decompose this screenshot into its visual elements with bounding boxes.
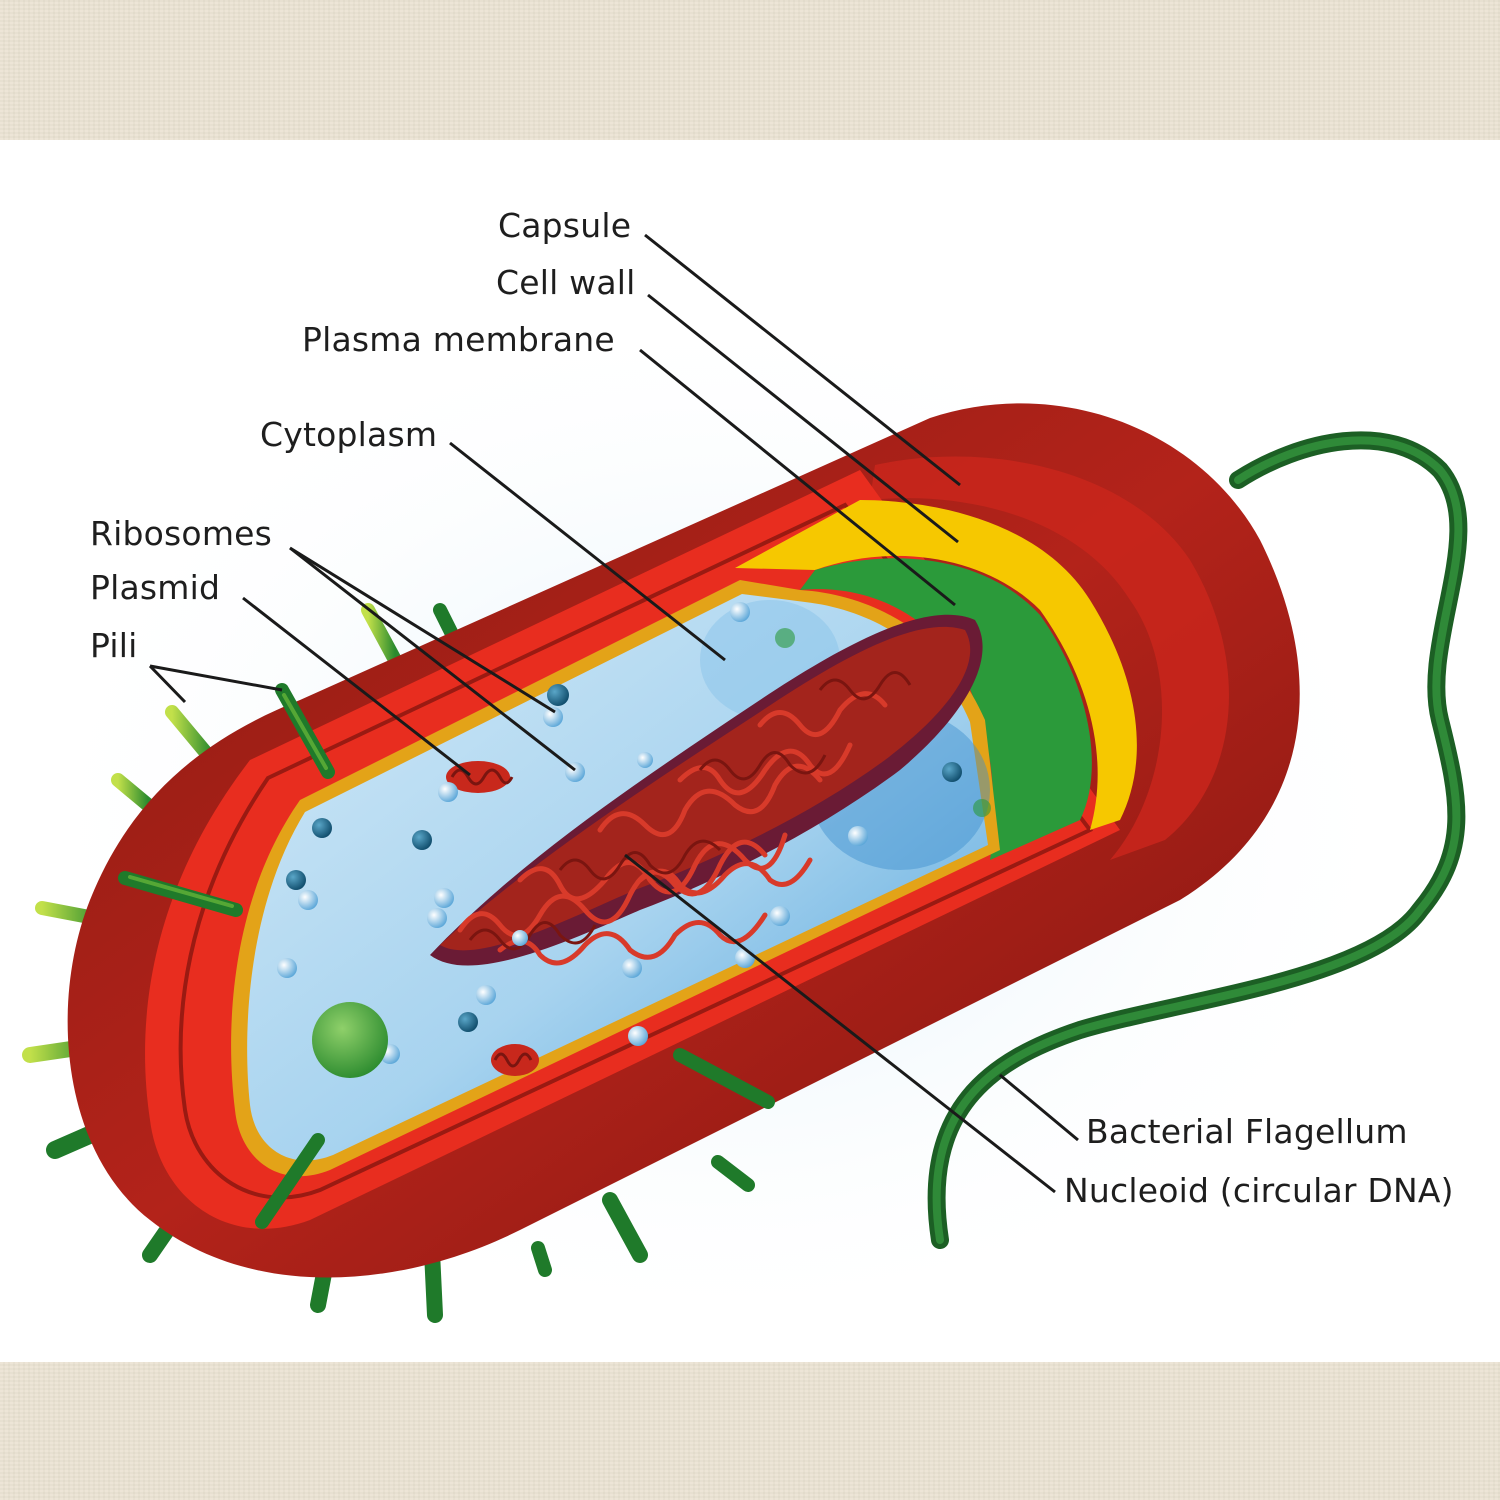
- inclusion-body: [312, 1002, 388, 1078]
- ribosome-group: [277, 602, 991, 1064]
- plasma-membrane-leader: [639, 348, 956, 607]
- cell-wall-band: [735, 500, 1137, 830]
- flagellum-leader: [999, 1073, 1079, 1142]
- pili-leader-1: [148, 664, 187, 704]
- end-cap: [870, 456, 1229, 860]
- label-plasma-membrane: Plasma membrane: [302, 320, 615, 359]
- label-capsule: Capsule: [498, 206, 632, 245]
- label-cytoplasm: Cytoplasm: [260, 415, 438, 454]
- label-cell-wall: Cell wall: [496, 263, 636, 302]
- label-bacterial-flagellum: Bacterial Flagellum: [1086, 1112, 1408, 1151]
- nucleoid-shape: [430, 614, 983, 966]
- label-ribosomes: Ribosomes: [90, 514, 273, 553]
- capsule-leader: [644, 233, 961, 487]
- label-pili: Pili: [90, 626, 138, 665]
- nucleoid-leader: [624, 853, 1056, 1194]
- cell-wall-leader: [647, 293, 959, 544]
- leader-lines: [148, 233, 1079, 1194]
- cytoplasm-leader: [449, 441, 726, 662]
- label-plasmid: Plasmid: [90, 568, 221, 607]
- ribosomes-leader-1: [289, 546, 556, 714]
- plasmid-leader: [242, 596, 471, 777]
- plasma-membrane-band: [800, 558, 1092, 860]
- pili-leader-2: [149, 664, 283, 692]
- label-nucleoid: Nucleoid (circular DNA): [1064, 1171, 1454, 1210]
- ribosomes-leader-2: [289, 546, 576, 772]
